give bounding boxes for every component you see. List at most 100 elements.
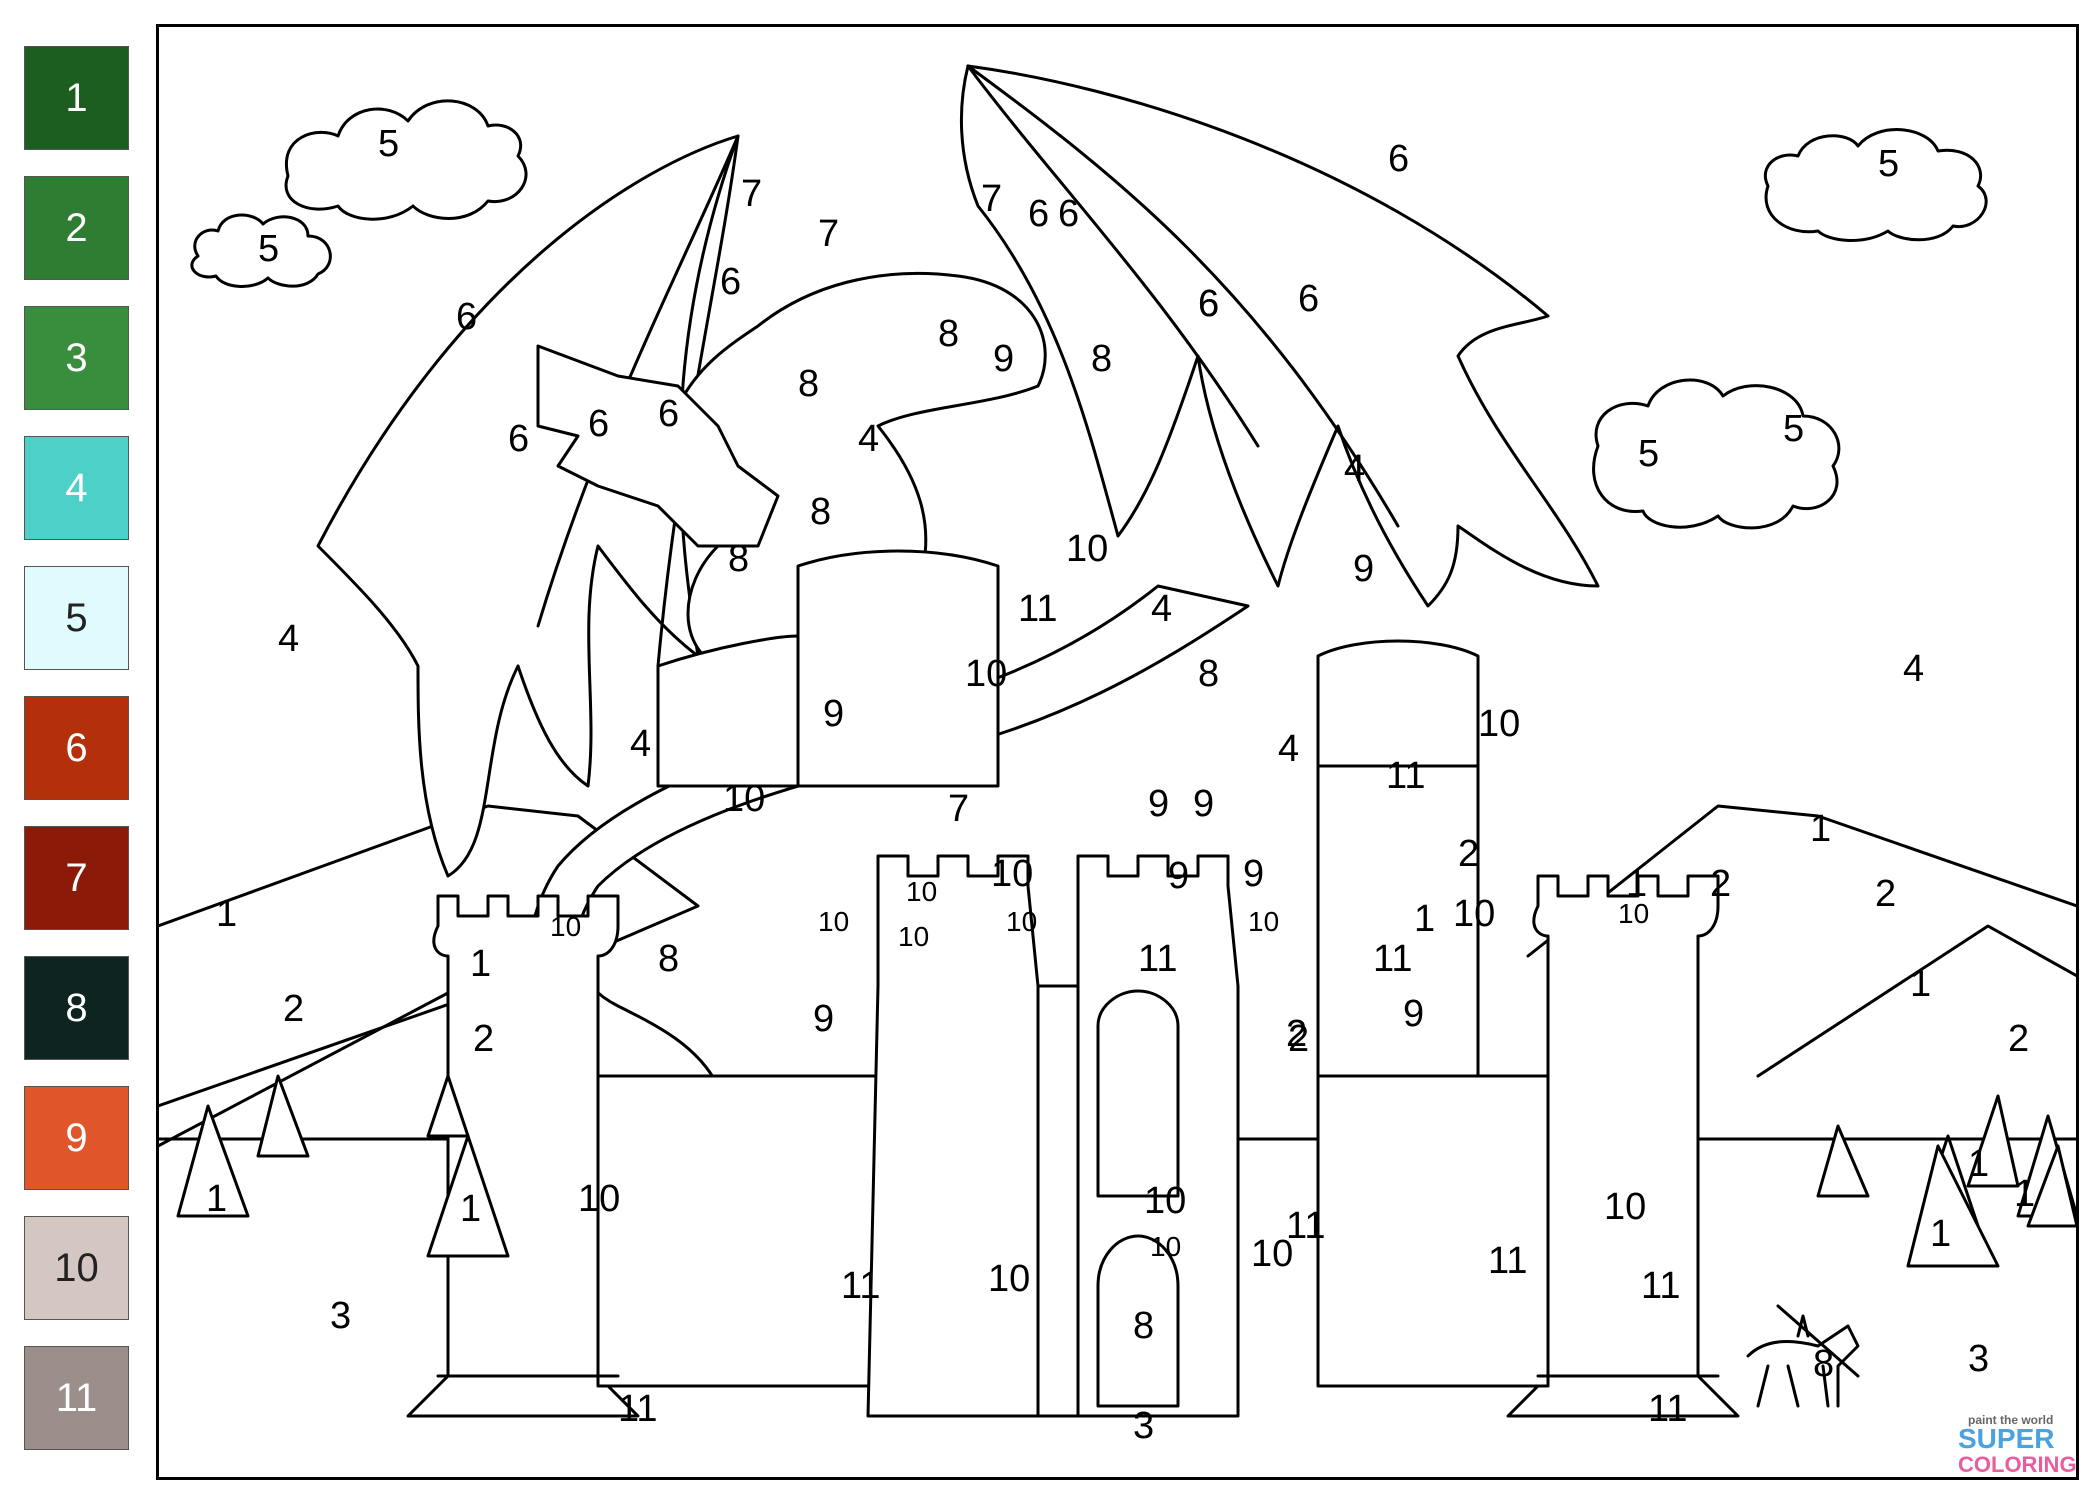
swatch-label: 8 <box>65 985 88 1030</box>
region-number: 10 <box>1144 1180 1186 1222</box>
region-number: 2 <box>473 1018 494 1060</box>
region-number: 10 <box>723 778 765 820</box>
palette-swatch-5[interactable]: 5 <box>24 566 129 670</box>
region-number: 10 <box>1248 906 1279 937</box>
region-number: 11 <box>1648 1388 1687 1430</box>
region-number: 10 <box>1251 1233 1293 1275</box>
region-number: 1 <box>1910 963 1931 1005</box>
trees <box>176 1074 2077 1268</box>
palette-swatch-2[interactable]: 2 <box>24 176 129 280</box>
region-number: 6 <box>658 393 679 435</box>
clouds <box>190 99 1988 530</box>
super-coloring-logo: paint the world SUPER COLORING <box>1958 1413 2077 1477</box>
region-number: 8 <box>938 313 959 355</box>
region-number: 9 <box>1243 853 1264 895</box>
region-number: 8 <box>798 363 819 405</box>
region-number: 7 <box>741 173 762 215</box>
region-number: 1 <box>1626 863 1647 905</box>
logo-line2: COLORING <box>1958 1452 2077 1477</box>
castle <box>406 549 1740 1418</box>
region-number: 2 <box>1288 1018 1309 1060</box>
swatch-label: 11 <box>55 1375 98 1420</box>
region-number: 1 <box>1810 808 1831 850</box>
region-number: 9 <box>1403 993 1424 1035</box>
region-number: 1 <box>460 1188 481 1230</box>
region-number: 5 <box>1878 143 1899 185</box>
region-number: 10 <box>991 853 1033 895</box>
region-number: 4 <box>1278 728 1299 770</box>
region-number: 10 <box>1453 893 1495 935</box>
region-number: 1 <box>470 943 491 985</box>
swatch-label: 7 <box>65 855 88 900</box>
region-number: 1 <box>1930 1213 1951 1255</box>
region-number: 8 <box>1813 1343 1834 1385</box>
swatch-label: 4 <box>65 465 88 510</box>
region-number: 7 <box>948 788 969 830</box>
region-number: 11 <box>1286 1205 1325 1247</box>
region-number: 11 <box>1373 938 1412 980</box>
region-number: 9 <box>1148 783 1169 825</box>
region-number: 10 <box>906 876 937 907</box>
region-number: 10 <box>1006 906 1037 937</box>
logo-tagline: paint the world <box>1968 1413 2053 1427</box>
region-number: 6 <box>588 403 609 445</box>
region-number: 3 <box>1133 1405 1154 1447</box>
region-number: 10 <box>1066 528 1108 570</box>
region-number: 9 <box>1168 855 1189 897</box>
region-number: 1 <box>1968 1143 1989 1185</box>
coloring-canvas[interactable]: 5 5 5 5 5 6 6 6 6 6 6 6 6 6 6 6 7 7 7 7 … <box>158 26 2077 1478</box>
region-number: 9 <box>1353 548 1374 590</box>
region-number: 10 <box>578 1178 620 1220</box>
region-number: 11 <box>1138 938 1177 980</box>
palette-swatch-7[interactable]: 7 <box>24 826 129 930</box>
region-number: 3 <box>330 1295 351 1337</box>
region-number: 4 <box>858 418 879 460</box>
swatch-label: 1 <box>65 75 88 120</box>
region-number: 11 <box>1488 1240 1527 1282</box>
swatch-label: 10 <box>54 1245 99 1290</box>
region-number: 1 <box>216 893 237 935</box>
region-number: 10 <box>898 921 929 952</box>
coloring-canvas-frame <box>156 24 2079 1480</box>
region-number: 2 <box>1875 873 1896 915</box>
region-number: 4 <box>1903 648 1924 690</box>
region-number: 2 <box>2008 1018 2029 1060</box>
region-number: 6 <box>1198 283 1219 325</box>
region-number: 10 <box>818 906 849 937</box>
region-number: 1 <box>1414 898 1435 940</box>
region-number: 5 <box>258 228 279 270</box>
palette-swatch-3[interactable]: 3 <box>24 306 129 410</box>
region-number: 2 <box>1458 833 1479 875</box>
region-number: 2 <box>283 988 304 1030</box>
palette-swatch-6[interactable]: 6 <box>24 696 129 800</box>
region-number: 6 <box>1388 138 1409 180</box>
region-number: 3 <box>1968 1338 1989 1380</box>
region-number: 10 <box>550 911 581 942</box>
dragon-body <box>526 272 1250 1098</box>
region-number: 1 <box>206 1178 227 1220</box>
region-number: 6 <box>1198 283 1219 325</box>
swatch-label: 3 <box>65 335 88 380</box>
region-number: 8 <box>810 491 831 533</box>
swatch-label: 2 <box>65 205 88 250</box>
region-number: 4 <box>1344 448 1365 490</box>
palette-swatch-10[interactable]: 10 <box>24 1216 129 1320</box>
palette-swatch-11[interactable]: 11 <box>24 1346 129 1450</box>
region-number: 10 <box>1618 898 1649 929</box>
palette-swatch-8[interactable]: 8 <box>24 956 129 1060</box>
palette-swatch-4[interactable]: 4 <box>24 436 129 540</box>
region-number: 6 <box>1028 193 1049 235</box>
region-number: 7 <box>818 213 839 255</box>
region-number: 1 <box>2014 1173 2035 1215</box>
region-number: 9 <box>813 998 834 1040</box>
region-number: 10 <box>965 653 1007 695</box>
palette-swatch-9[interactable]: 9 <box>24 1086 129 1190</box>
region-number: 9 <box>993 338 1014 380</box>
region-number: 9 <box>823 693 844 735</box>
palette-swatch-1[interactable]: 1 <box>24 46 129 150</box>
region-number: 2 <box>1286 1013 1307 1055</box>
region-number: 11 <box>1018 588 1057 630</box>
region-number: 11 <box>841 1265 880 1307</box>
region-number: 2 <box>1710 863 1731 905</box>
region-number: 11 <box>618 1388 657 1430</box>
